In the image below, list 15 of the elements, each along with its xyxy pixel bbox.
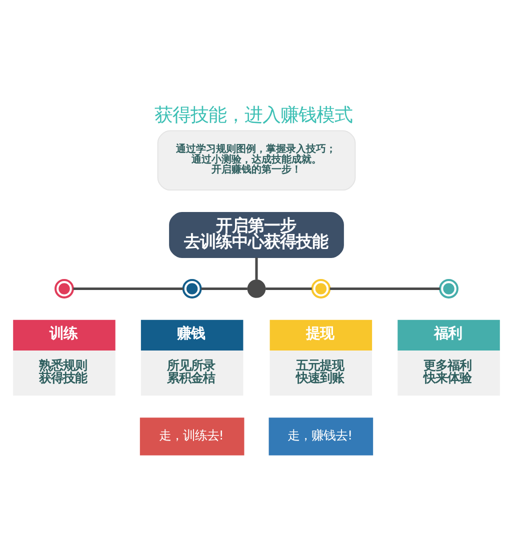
connector (329, 287, 440, 290)
node-box: 开启第一步 去训练中心获得技能 (168, 212, 344, 258)
node-circle (182, 279, 202, 298)
connector (265, 287, 312, 290)
node-box: 通过学习规则图例，掌握录入技巧； 通过小测验，达成技能成就。 开启赚钱的第一步！ (156, 130, 356, 191)
node-circle (310, 279, 330, 298)
connector (72, 287, 183, 290)
node-circle (246, 280, 266, 298)
diagram-title: 获得技能，进入赚钱模式 (154, 104, 352, 126)
node-box: 走，赚钱去! (268, 418, 373, 456)
node-circle (438, 279, 458, 298)
connector (200, 287, 247, 290)
node-box: 走，训练去! (139, 418, 244, 456)
connector (254, 258, 258, 280)
node-circle (54, 279, 74, 298)
